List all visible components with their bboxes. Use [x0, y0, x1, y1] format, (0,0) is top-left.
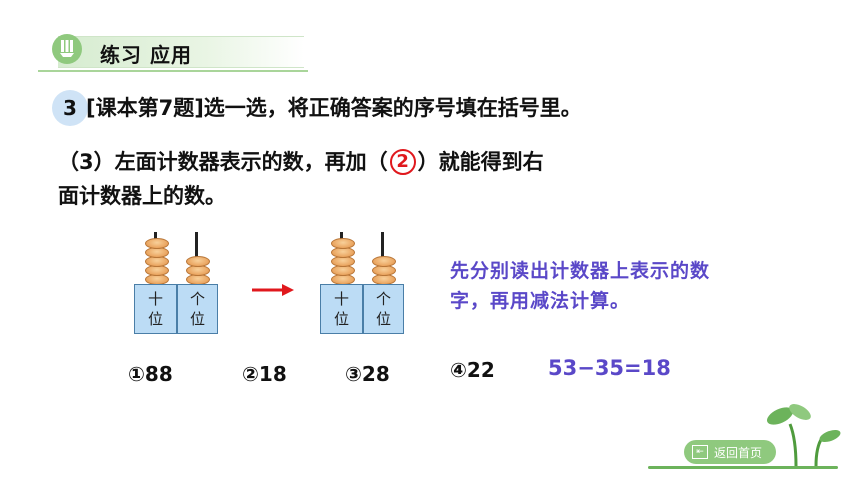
hint-text: 先分别读出计数器上表示的数字，再用减法计算。 — [450, 260, 711, 312]
tens-label-bottom: 位 — [333, 310, 349, 328]
back-arrow-icon: ⇤ — [692, 445, 708, 459]
tens-label: 十 位 — [321, 285, 362, 333]
left-abacus: 十 位 个 位 — [134, 230, 218, 334]
tens-label-top: 十 — [333, 290, 349, 308]
ones-label-bottom: 位 — [375, 310, 391, 328]
ones-label-bottom: 位 — [189, 310, 205, 328]
tens-label: 十 位 — [135, 285, 176, 333]
header-background — [58, 36, 304, 68]
pencil-badge-icon — [52, 34, 82, 64]
abacus-bead — [186, 256, 210, 267]
sprout-decoration-icon — [766, 404, 841, 467]
option-4: ④22 — [450, 358, 495, 382]
option-3: ③28 — [345, 362, 390, 386]
sub-question-after: ）就能得到右 — [417, 150, 544, 174]
option-1: ①88 — [128, 362, 173, 386]
home-button-label: 返回首页 — [714, 445, 763, 460]
right-arrow-icon — [252, 284, 294, 296]
home-button[interactable]: ⇤ 返回首页 — [684, 440, 776, 464]
abacus-bead — [372, 256, 396, 267]
answer-circle: 2 — [389, 149, 416, 175]
tens-label-bottom: 位 — [147, 310, 163, 328]
sub-question-before: （3）左面计数器表示的数，再加（ — [58, 150, 388, 174]
abacus-base: 十 位 个 位 — [320, 284, 404, 334]
ones-label: 个 位 — [363, 285, 404, 333]
header-underline — [38, 70, 308, 72]
ones-label-top: 个 — [375, 290, 391, 308]
sub-question-line-2: 面计数器上的数。 — [58, 184, 226, 208]
option-2: ②18 — [242, 362, 287, 386]
section-header: 练习 应用 — [38, 32, 308, 72]
sub-question-line-1: （3）左面计数器表示的数，再加（2）就能得到右 — [58, 146, 544, 176]
abacus-bead — [145, 238, 169, 249]
abacus-divider — [176, 285, 178, 333]
ones-label: 个 位 — [177, 285, 218, 333]
abacus-base: 十 位 个 位 — [134, 284, 218, 334]
question-number: 3 — [52, 90, 88, 126]
tens-label-top: 十 — [147, 290, 163, 308]
right-abacus: 十 位 个 位 — [320, 230, 404, 334]
question-text: [课本第7题]选一选，将正确答案的序号填在括号里。 — [86, 96, 582, 120]
abacus-divider — [362, 285, 364, 333]
section-title: 练习 应用 — [100, 43, 192, 67]
calculation-text: 53−35=18 — [548, 356, 671, 380]
abacus-bead — [331, 238, 355, 249]
ones-label-top: 个 — [189, 290, 205, 308]
ground-line — [648, 466, 838, 469]
